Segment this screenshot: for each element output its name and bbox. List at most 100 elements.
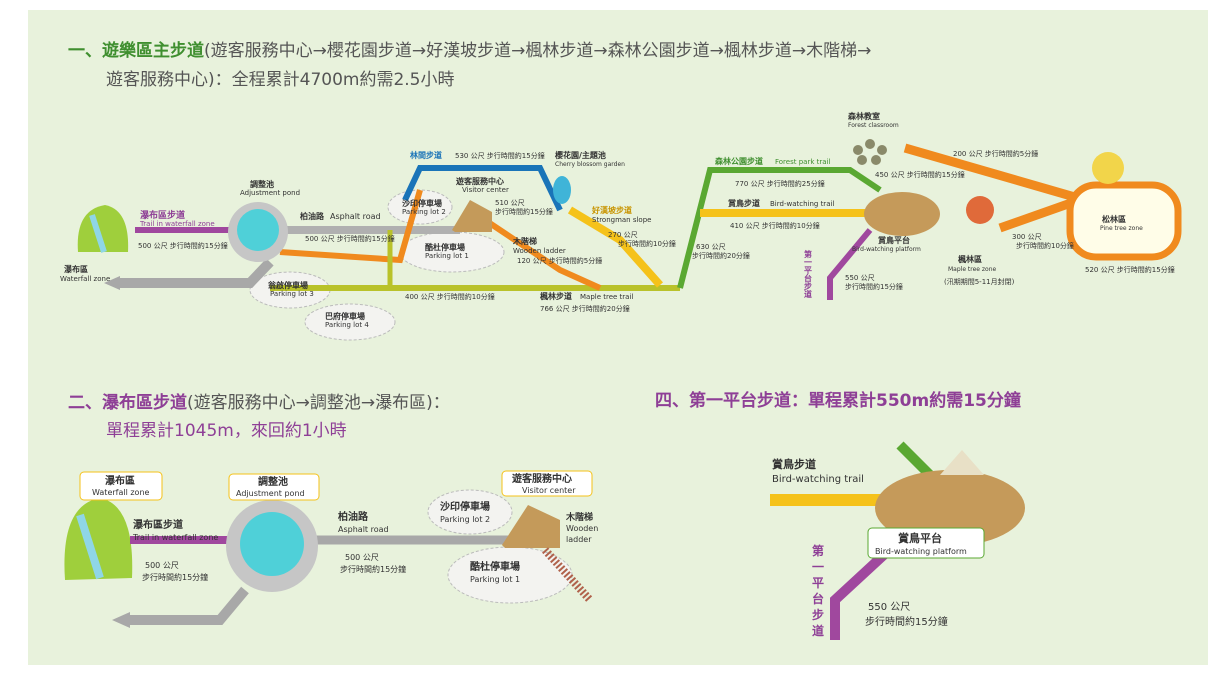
map2-adjust-pond-box xyxy=(228,473,320,501)
forest-classroom-icon xyxy=(853,139,887,165)
classroom-label: 森林教室 xyxy=(848,111,880,121)
maple-zone-note: (汛期期間5-11月封閉) xyxy=(944,277,1015,286)
visitor-dist1: 510 公尺 xyxy=(495,199,525,207)
orange-dist2b: 步行時間約10分鐘 xyxy=(1016,241,1074,250)
lot1-label: 酷杜停車場 xyxy=(425,242,465,252)
first-dist2: 步行時間約15分鐘 xyxy=(845,282,903,291)
map2-lot1: 酷杜停車場 xyxy=(470,560,520,573)
lot1-en: Parking lot 1 xyxy=(425,252,469,260)
strongman-en: Strongman slope xyxy=(592,216,651,224)
section1-title: 一、遊樂區主步道(遊客服務中心→櫻花園步道→好漢坡步道→楓林步道→森林公園步道→… xyxy=(68,36,871,61)
wooden-ladder-line xyxy=(468,207,602,291)
pine-dist: 520 公尺 步行時間約15分鐘 xyxy=(1085,265,1175,274)
section1-route: (遊客服務中心→櫻花園步道→好漢坡步道→楓林步道→森林公園步道→楓林步道→木階梯… xyxy=(204,41,872,61)
exit-road xyxy=(120,258,274,288)
waterfall-trail-en: Trail in waterfall zone xyxy=(139,220,215,228)
map2-waterfall-zone-en: Waterfall zone xyxy=(92,488,150,497)
pine-zone-loop xyxy=(1066,181,1182,261)
adjust-pond-water xyxy=(237,209,279,251)
bird-trail-label: 賞鳥步道 xyxy=(728,198,760,208)
map4-first-c6: 道 xyxy=(812,623,824,638)
lot3-label: 翁啟停車場 xyxy=(267,280,308,290)
classroom-dist: 450 公尺 步行時間約15分鐘 xyxy=(875,170,965,179)
bird-platform-en: Bird-watching platform xyxy=(852,246,921,253)
exit-arrow xyxy=(104,276,120,290)
map2-asphalt: 柏油路 xyxy=(338,510,369,523)
visitor-dist2: 步行時間約15分鐘 xyxy=(495,207,553,216)
asphalt-en: Asphalt road xyxy=(330,212,381,221)
map2-visitor-box xyxy=(501,470,593,497)
bird-trail-en: Bird-watching trail xyxy=(770,200,834,208)
map2-adjust-pond-en: Adjustment pond xyxy=(236,489,305,498)
waterfall-dist: 500 公尺 步行時間約15分鐘 xyxy=(138,241,228,250)
map2-lot2: 沙印停車場 xyxy=(440,500,490,513)
map-panel xyxy=(28,10,1208,665)
wooden-en: Wooden ladder xyxy=(513,247,566,255)
map2-wooden-ladder xyxy=(542,547,593,603)
lower-dist: 400 公尺 步行時間約10分鐘 xyxy=(405,292,495,301)
strongman-line xyxy=(567,206,663,288)
map4-bird-platform-en: Bird-watching platform xyxy=(875,547,967,556)
maple-zone-en: Maple tree zone xyxy=(948,266,997,273)
map4-bird-platform: 賞鳥平台 xyxy=(898,531,942,545)
maple-trail-en: Maple tree trail xyxy=(580,293,633,301)
first-dist1: 550 公尺 xyxy=(845,274,875,282)
lot2-en: Parking lot 2 xyxy=(402,208,446,216)
map4-pavilion-icon xyxy=(940,450,984,475)
maple-dist: 766 公尺 步行時間約20分鐘 xyxy=(540,304,630,313)
map2-waterfall-trail-en: Trail in waterfall zone xyxy=(132,533,218,542)
map2-visitor: 遊客服務中心 xyxy=(512,472,572,485)
section4-number: 四、 xyxy=(655,391,689,411)
waterfall-zone-en: Waterfall zone xyxy=(60,275,110,283)
asphalt-label: 柏油路 xyxy=(300,211,325,221)
forest-trail-dist: 530 公尺 步行時間約15分鐘 xyxy=(455,151,545,160)
bird-dist: 410 公尺 步行時間約10分鐘 xyxy=(730,221,820,230)
section4-title: 四、第一平台步道：單程累計550m約需15分鐘 xyxy=(655,386,1021,411)
lot4-en: Parking lot 4 xyxy=(325,321,369,329)
map2-wooden-en2: ladder xyxy=(566,535,592,544)
section2-route: (遊客服務中心→調整池→瀑布區)： xyxy=(187,393,450,413)
map2-waterfall-dist2: 步行時間約15分鐘 xyxy=(142,572,208,582)
map2-labels: 瀑布區 Waterfall zone 調整池 Adjustment pond 瀑… xyxy=(79,470,598,584)
adjust-pond-label: 調整池 xyxy=(250,179,274,189)
asphalt-dist: 500 公尺 步行時間約15分鐘 xyxy=(305,234,395,243)
cherry-en: Cherry blossom garden xyxy=(555,161,625,168)
waterfall-water xyxy=(89,214,107,253)
wooden-label: 木階梯 xyxy=(512,236,537,246)
bird-platform xyxy=(864,192,940,236)
map2-adjust-pond-water xyxy=(240,512,304,576)
forest-trail-label: 林間步道 xyxy=(410,150,442,160)
section1-name: 遊樂區主步道 xyxy=(102,41,204,61)
waterfall-zone-label: 瀑布區 xyxy=(64,264,88,274)
pine-zone-en: Pine tree zone xyxy=(1100,225,1143,232)
strongman-dist1: 270 公尺 xyxy=(608,231,638,239)
adjust-pond-en: Adjustment pond xyxy=(240,189,300,197)
section2-number: 二、 xyxy=(68,393,102,413)
map2-adjust-pond: 調整池 xyxy=(258,475,288,488)
visitor-label: 遊客服務中心 xyxy=(456,176,504,186)
map2-visitor-house xyxy=(502,505,560,548)
strongman-dist2: 步行時間約10分鐘 xyxy=(618,239,676,248)
maple-trail-label: 楓林步道 xyxy=(540,291,572,301)
map4-labels: 賞鳥步道 Bird-watching trail 賞鳥平台 Bird-watch… xyxy=(772,457,985,638)
map2-wooden: 木階梯 xyxy=(565,511,593,523)
map2-wooden-en1: Wooden xyxy=(566,524,598,533)
map2-waterfall-zone-box xyxy=(79,471,163,501)
visitor-house xyxy=(452,200,492,232)
map4-bird-trail: 賞鳥步道 xyxy=(772,457,816,471)
wooden-dist: 120 公尺 步行時間約5分鐘 xyxy=(517,256,602,265)
lot4-label: 巴府停車場 xyxy=(325,311,365,321)
classroom-en: Forest classroom xyxy=(848,122,899,129)
green-dist2: 步行時間約20分鐘 xyxy=(692,251,750,260)
orange-dist2a: 300 公尺 xyxy=(1012,233,1042,241)
first-platform-line xyxy=(827,228,873,300)
map2-parking-lot2-area xyxy=(427,489,513,535)
cherry-label: 櫻花園/主題池 xyxy=(554,150,606,160)
section2-name: 瀑布區步道 xyxy=(102,393,187,413)
green-dist1: 630 公尺 xyxy=(696,243,726,251)
map2-lot1-en: Parking lot 1 xyxy=(470,575,520,584)
forest-park-dist: 770 公尺 步行時間約25分鐘 xyxy=(735,179,825,188)
map2-asphalt-en: Asphalt road xyxy=(338,525,389,534)
map2-visitor-en: Visitor center xyxy=(522,486,576,495)
parking-lot4-area xyxy=(304,303,396,341)
